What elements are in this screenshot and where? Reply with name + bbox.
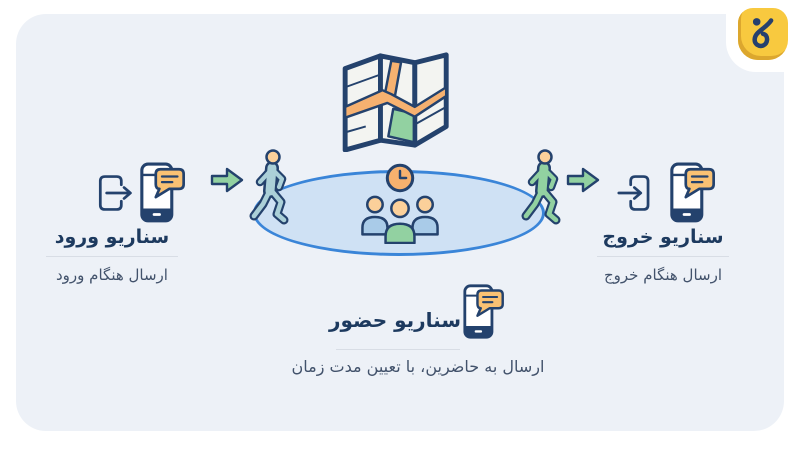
exit-scenario-subtitle: ارسال هنگام خروج <box>603 266 723 284</box>
phone-message-exit-icon <box>670 162 715 223</box>
brand-logo-glyph <box>752 18 774 49</box>
clock-icon <box>385 163 415 193</box>
brand-logo <box>738 8 788 60</box>
entry-divider <box>46 256 178 257</box>
exit-scenario-block: سناریو خروج ارسال هنگام خروج <box>583 224 743 286</box>
people-group-icon <box>361 195 439 244</box>
exit-divider <box>597 256 729 257</box>
entry-scenario-title: سناریو ورود <box>54 226 170 248</box>
phone-message-entry-icon <box>140 162 185 223</box>
map-road-main <box>343 86 448 119</box>
person-walking-in-icon <box>249 149 289 225</box>
door-entry-icon <box>98 175 132 211</box>
door-exit-icon <box>617 175 650 211</box>
exit-scenario-title: سناریو خروج <box>602 226 724 248</box>
arrow-in-icon <box>210 167 244 193</box>
entry-scenario-block: سناریو ورود ارسال هنگام ورود <box>32 224 192 286</box>
presence-scenario-title: سناریو حضور <box>328 308 462 332</box>
phone-message-presence-icon <box>463 284 504 339</box>
arrow-out-icon <box>566 167 600 193</box>
folded-map-icon <box>342 52 449 152</box>
entry-scenario-subtitle: ارسال هنگام ورود <box>56 266 168 284</box>
person-walking-out-icon <box>521 149 561 225</box>
presence-divider <box>336 349 460 350</box>
presence-scenario-subtitle: ارسال به حاضرین، با تعیین مدت زمان <box>291 357 545 376</box>
